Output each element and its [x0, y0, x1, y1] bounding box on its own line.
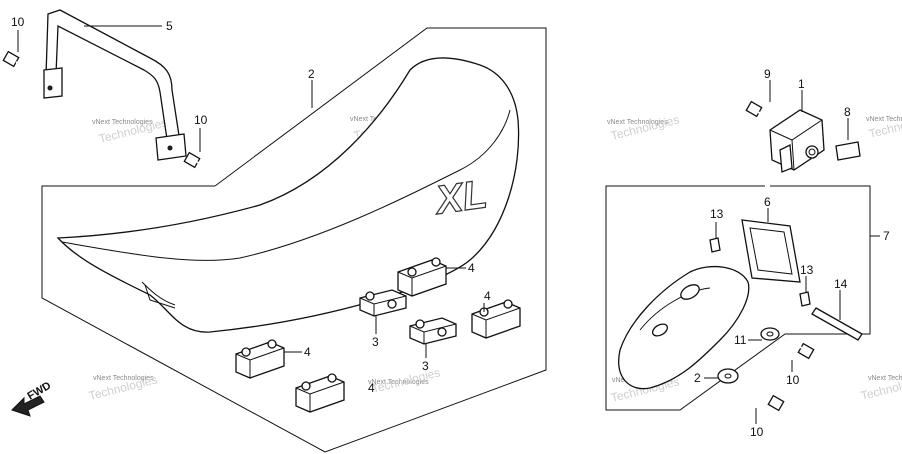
bolt-icon: [183, 151, 215, 172]
rubber-grommet: [799, 291, 811, 307]
watermark-text: vNext Technologies: [868, 375, 902, 382]
seat-cushion-block: [295, 373, 345, 413]
seat: XL: [56, 57, 520, 333]
washer-icon: [717, 368, 739, 384]
seat-logo: XL: [431, 172, 490, 223]
callout-4: 4: [468, 261, 475, 275]
seat-cushion-block: [409, 317, 457, 345]
callout-7: 7: [883, 229, 890, 243]
callout-10: 10: [11, 15, 25, 29]
forward-direction-arrow: FWD: [11, 380, 53, 417]
seat-lock: [769, 109, 825, 173]
callout-14: 14: [834, 277, 848, 291]
tool-bag: [618, 265, 750, 390]
callout-13: 13: [710, 207, 724, 221]
bolt-icon: [2, 50, 37, 73]
watermark-text: vNext Technologies: [93, 375, 154, 382]
rubber-band: [811, 307, 863, 341]
seat-cushion-block: [359, 289, 407, 317]
rubber-grommet: [709, 237, 721, 253]
callout-11: 11: [734, 333, 747, 347]
callout-10: 10: [786, 373, 800, 387]
tool-bag-cover: [741, 219, 801, 283]
callout-10: 10: [194, 113, 208, 127]
seat-cushion-block: [397, 257, 447, 297]
watermark-text: vNext Technologies: [368, 379, 429, 386]
callout-9: 9: [764, 67, 771, 81]
seat-cushion-block: [235, 339, 285, 379]
callout-3: 3: [372, 335, 379, 349]
callout-4: 4: [368, 381, 375, 395]
bolt-icon: [785, 339, 815, 360]
callout-1: 1: [798, 77, 805, 91]
watermark-text: Technologies: [867, 110, 902, 141]
callout-8: 8: [844, 105, 851, 119]
callout-3: 3: [422, 359, 429, 373]
watermark-text: vNext Technologies: [607, 119, 668, 126]
callout-5: 5: [166, 19, 173, 33]
bolt-icon: [751, 391, 785, 412]
callout-4: 4: [484, 289, 491, 303]
callout-10: 10: [750, 425, 764, 439]
callout-4: 4: [304, 345, 311, 359]
seat-cushion-block: [471, 299, 521, 339]
watermark-text: Technologies: [609, 112, 680, 143]
watermark-text: vNext Technologies: [92, 119, 153, 126]
seat-assembly-outline: [41, 27, 547, 453]
callout-6: 6: [764, 195, 771, 209]
watermark-text: vNext Technologies: [866, 116, 902, 123]
callout-13: 13: [800, 263, 814, 277]
bolt-icon: [745, 100, 777, 123]
caution-label: [835, 141, 861, 161]
callout-2: 2: [308, 67, 315, 81]
leader-lines: [17, 25, 880, 424]
watermark-text: Technologies: [370, 365, 441, 396]
callout-2: 2: [694, 371, 701, 385]
callout-labels: 10 5 10 2 4 4 3 3 4 4 9 1 8 13 6 7 13 14…: [11, 15, 890, 439]
washer-icon: [760, 327, 780, 341]
seat-strap: [43, 9, 187, 161]
